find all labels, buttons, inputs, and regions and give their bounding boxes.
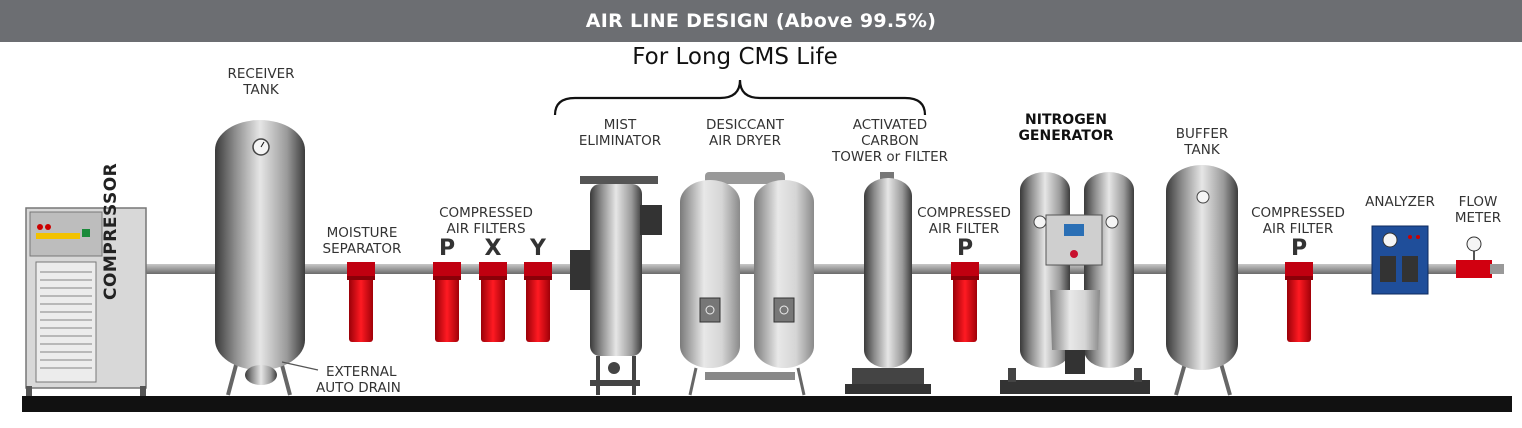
- filter-grade-p-1: P: [956, 236, 974, 261]
- desiccant-air-dryer: [680, 172, 814, 396]
- compressor-label: COMPRESSOR: [101, 162, 121, 300]
- filter-grade-x: X: [484, 236, 502, 261]
- filter-p-1: [951, 262, 979, 342]
- receiver-tank: [215, 120, 319, 396]
- filter-grade-p-2: P: [1290, 236, 1308, 261]
- filter-y: [524, 262, 552, 342]
- moisture-separator-filter: [347, 262, 375, 342]
- compressor: [25, 207, 147, 396]
- subtitle: For Long CMS Life: [632, 44, 838, 70]
- filter-x: [479, 262, 507, 342]
- filter-p: [433, 262, 461, 342]
- mist-eliminator: [570, 176, 662, 395]
- flow-meter: [1456, 236, 1504, 278]
- nitrogen-generator: [1000, 172, 1150, 394]
- diagram-title: AIR LINE DESIGN (Above 99.5%): [0, 0, 1522, 42]
- activated-carbon-tower: [845, 172, 931, 394]
- section-brace: [553, 79, 927, 116]
- analyzer: [1371, 225, 1429, 295]
- buffer-tank: [1166, 165, 1238, 396]
- filter-grade-y: Y: [530, 236, 546, 261]
- floor-line: [22, 396, 1512, 412]
- filter-grade-p: P: [438, 236, 456, 261]
- filter-group: [347, 262, 1313, 342]
- analyzer-label: ANALYZER: [1365, 194, 1435, 210]
- filter-p-2: [1285, 262, 1313, 342]
